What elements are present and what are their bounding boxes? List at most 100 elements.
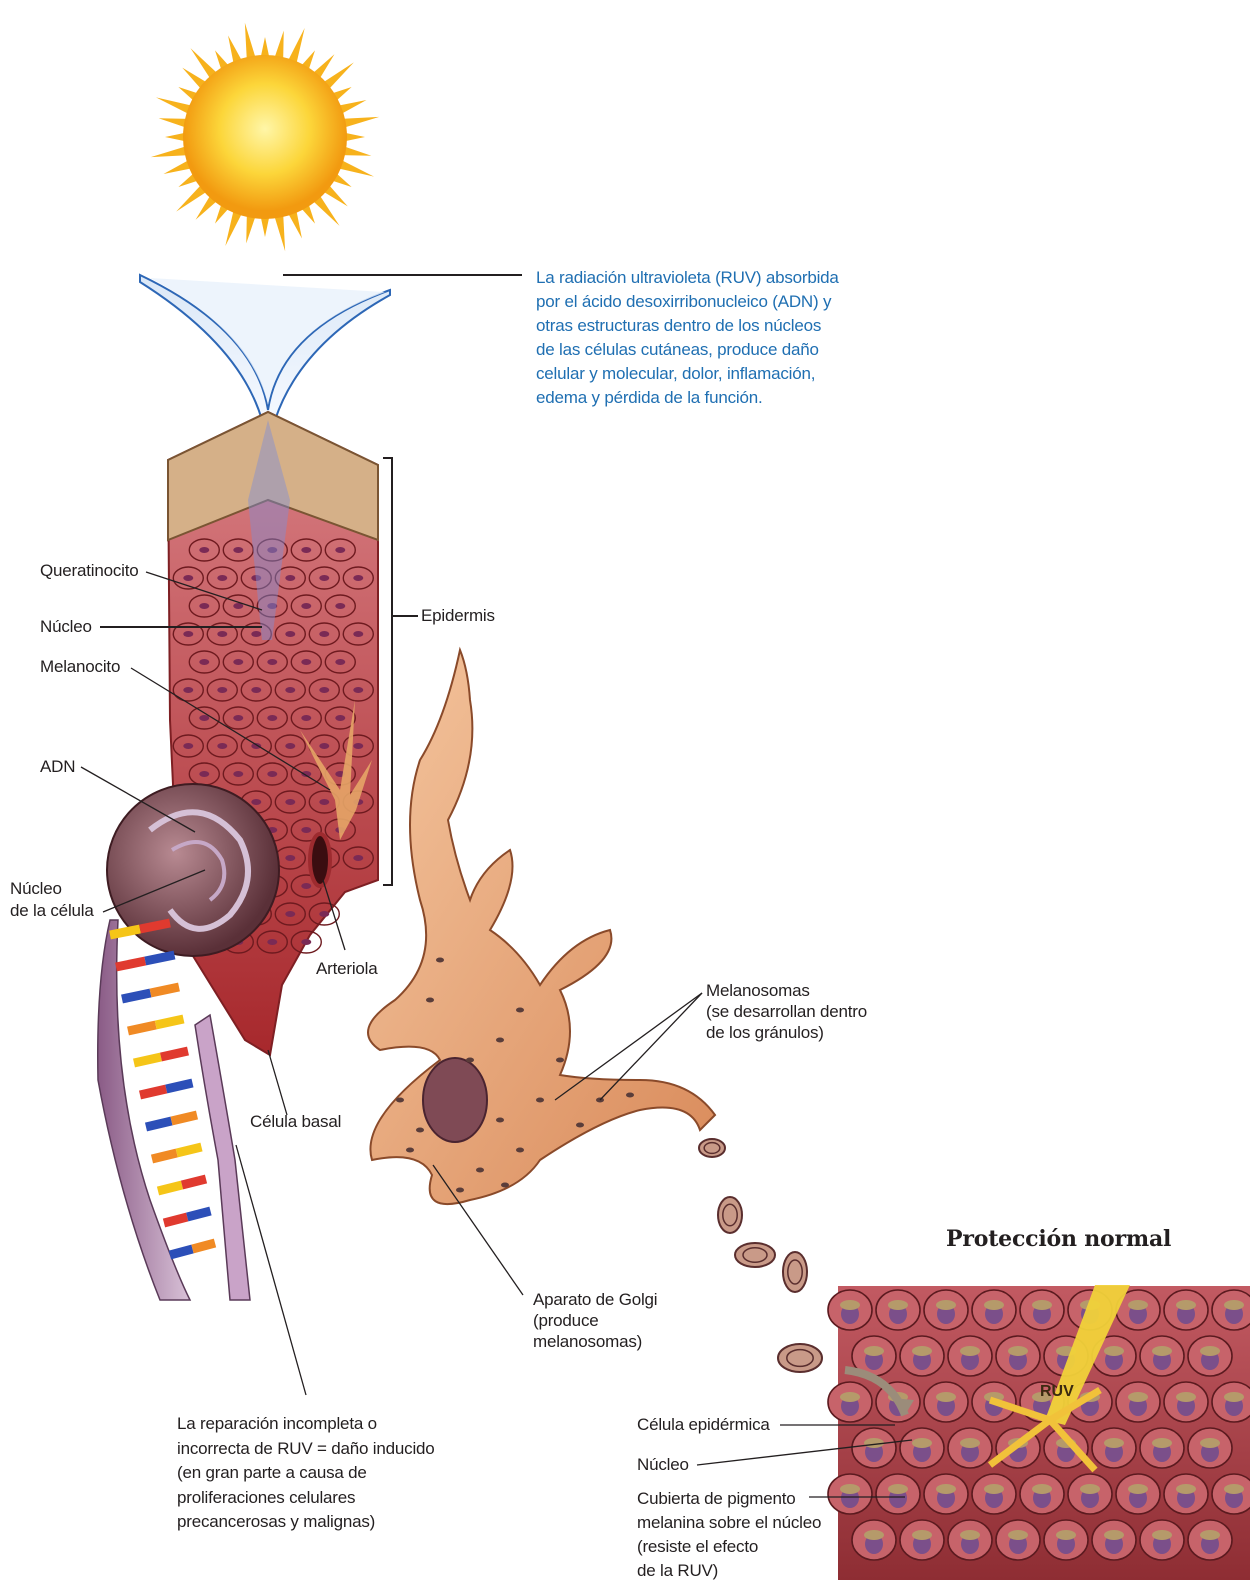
- label-cubierta-de-pigmento: Cubierta de pigmento melanina sobre el n…: [637, 1487, 821, 1583]
- keratinocyte-nucleus: [335, 547, 345, 553]
- keratinocyte-nucleus: [319, 575, 329, 581]
- keratinocyte-nucleus: [251, 687, 261, 693]
- keratinocyte-nucleus: [319, 743, 329, 749]
- keratinocyte-nucleus: [267, 715, 277, 721]
- melanin-cap: [1056, 1530, 1076, 1540]
- label-epidermis: Epidermis: [421, 605, 495, 627]
- label-line: Aparato de Golgi: [533, 1289, 657, 1310]
- melanosome-granule: [466, 1058, 474, 1063]
- base-pair: [134, 1057, 161, 1063]
- keratinocyte-nucleus: [353, 743, 363, 749]
- keratinocyte-nucleus: [267, 939, 277, 945]
- melanosome-granule: [496, 1038, 504, 1043]
- label-line: (en gran parte a causa de: [177, 1461, 435, 1486]
- melanin-cap: [840, 1484, 860, 1494]
- melanin-cap: [1176, 1392, 1196, 1402]
- keratinocyte-nucleus: [285, 799, 295, 805]
- label-arteriola: Arteriola: [316, 958, 378, 980]
- melanin-cap: [912, 1346, 932, 1356]
- label-line: (se desarrollan dentro: [706, 1001, 867, 1022]
- label-line: precancerosas y malignas): [177, 1510, 435, 1535]
- melanosome-granule: [476, 1168, 484, 1173]
- uv-absorption-note: La radiación ultravioleta (RUV) absorbid…: [536, 266, 839, 410]
- base-pair: [156, 1019, 184, 1025]
- melanosome-granule: [626, 1093, 634, 1098]
- base-pair: [182, 1179, 206, 1185]
- keratinocyte-nucleus: [199, 715, 209, 721]
- melanosome: [718, 1197, 742, 1233]
- sun-ray: [274, 213, 285, 251]
- keratinocyte-nucleus: [217, 575, 227, 581]
- label-nucleo: Núcleo: [40, 616, 92, 638]
- base-pair: [166, 1083, 192, 1089]
- melanin-cap: [1152, 1346, 1172, 1356]
- keratinocyte-nucleus: [233, 659, 243, 665]
- keratinocyte-nucleus: [233, 771, 243, 777]
- keratinocyte-nucleus: [285, 743, 295, 749]
- melanosome-granule: [416, 1128, 424, 1133]
- keratinocyte-nucleus: [319, 631, 329, 637]
- melanin-cap: [1032, 1300, 1052, 1310]
- melanin-cap: [1032, 1484, 1052, 1494]
- normal-protection-inset: [828, 1285, 1250, 1580]
- melanin-cap: [1128, 1300, 1148, 1310]
- label-line: Melanosomas: [706, 980, 867, 1001]
- keratinocyte-nucleus: [301, 659, 311, 665]
- keratinocyte-nucleus: [285, 687, 295, 693]
- label-line: de la célula: [10, 900, 94, 922]
- keratinocyte-nucleus: [233, 547, 243, 553]
- keratinocyte-nucleus: [267, 771, 277, 777]
- base-pair: [151, 987, 180, 993]
- keratinocyte-nucleus: [285, 575, 295, 581]
- keratinocyte-nucleus: [267, 659, 277, 665]
- sun-ray: [151, 146, 189, 157]
- sun-ray: [341, 117, 379, 128]
- label-line: Núcleo: [10, 878, 94, 900]
- melanosomes: [699, 1139, 822, 1372]
- melanin-cap: [888, 1300, 908, 1310]
- melanocyte-large: [368, 650, 715, 1204]
- uv-note-line: otras estructuras dentro de los núcleos: [536, 314, 839, 338]
- melanin-cap: [960, 1530, 980, 1540]
- keratinocyte-nucleus: [183, 687, 193, 693]
- melanosome-granule: [436, 958, 444, 963]
- melanin-cap: [1008, 1530, 1028, 1540]
- keratinocyte-nucleus: [335, 659, 345, 665]
- melanosome-granule: [406, 1148, 414, 1153]
- keratinocyte-nucleus: [353, 855, 363, 861]
- label-melanocito: Melanocito: [40, 656, 120, 678]
- base-pair: [164, 1217, 187, 1223]
- melanosome-granule: [496, 1118, 504, 1123]
- label-queratinocito: Queratinocito: [40, 560, 139, 582]
- base-pair: [152, 1153, 177, 1159]
- uv-note-line: de las células cutáneas, produce daño: [536, 338, 839, 362]
- label-celula-basal: Célula basal: [250, 1111, 341, 1133]
- keratinocyte-nucleus: [353, 575, 363, 581]
- base-pair: [128, 1025, 156, 1031]
- melanin-cap: [960, 1438, 980, 1448]
- keratinocyte-nucleus: [217, 743, 227, 749]
- melanosome-granule: [516, 1008, 524, 1013]
- melanin-cap: [1224, 1484, 1244, 1494]
- melanin-cap: [1200, 1346, 1220, 1356]
- melanin-cap: [1176, 1484, 1196, 1494]
- melanin-cap: [840, 1392, 860, 1402]
- melanin-cap: [1152, 1438, 1172, 1448]
- melanin-cap: [1200, 1438, 1220, 1448]
- melanin-cap: [984, 1484, 1004, 1494]
- base-pair: [158, 1185, 182, 1191]
- label-aparato-de-golgi: Aparato de Golgi (produce melanosomas): [533, 1289, 657, 1352]
- melanosome: [783, 1252, 807, 1292]
- base-pair: [140, 1089, 166, 1095]
- melanosome-granule: [516, 1148, 524, 1153]
- melanin-cap: [912, 1438, 932, 1448]
- keratinocyte-nucleus: [183, 743, 193, 749]
- label-nucleo-de-la-celula: Núcleo de la célula: [10, 878, 94, 922]
- melanin-cap: [840, 1300, 860, 1310]
- keratinocyte-nucleus: [233, 715, 243, 721]
- melanin-cap: [1104, 1530, 1124, 1540]
- keratinocyte-nucleus: [217, 687, 227, 693]
- keratinocyte-nucleus: [199, 547, 209, 553]
- label-line: melanina sobre el núcleo: [637, 1511, 821, 1535]
- melanin-cap: [1104, 1346, 1124, 1356]
